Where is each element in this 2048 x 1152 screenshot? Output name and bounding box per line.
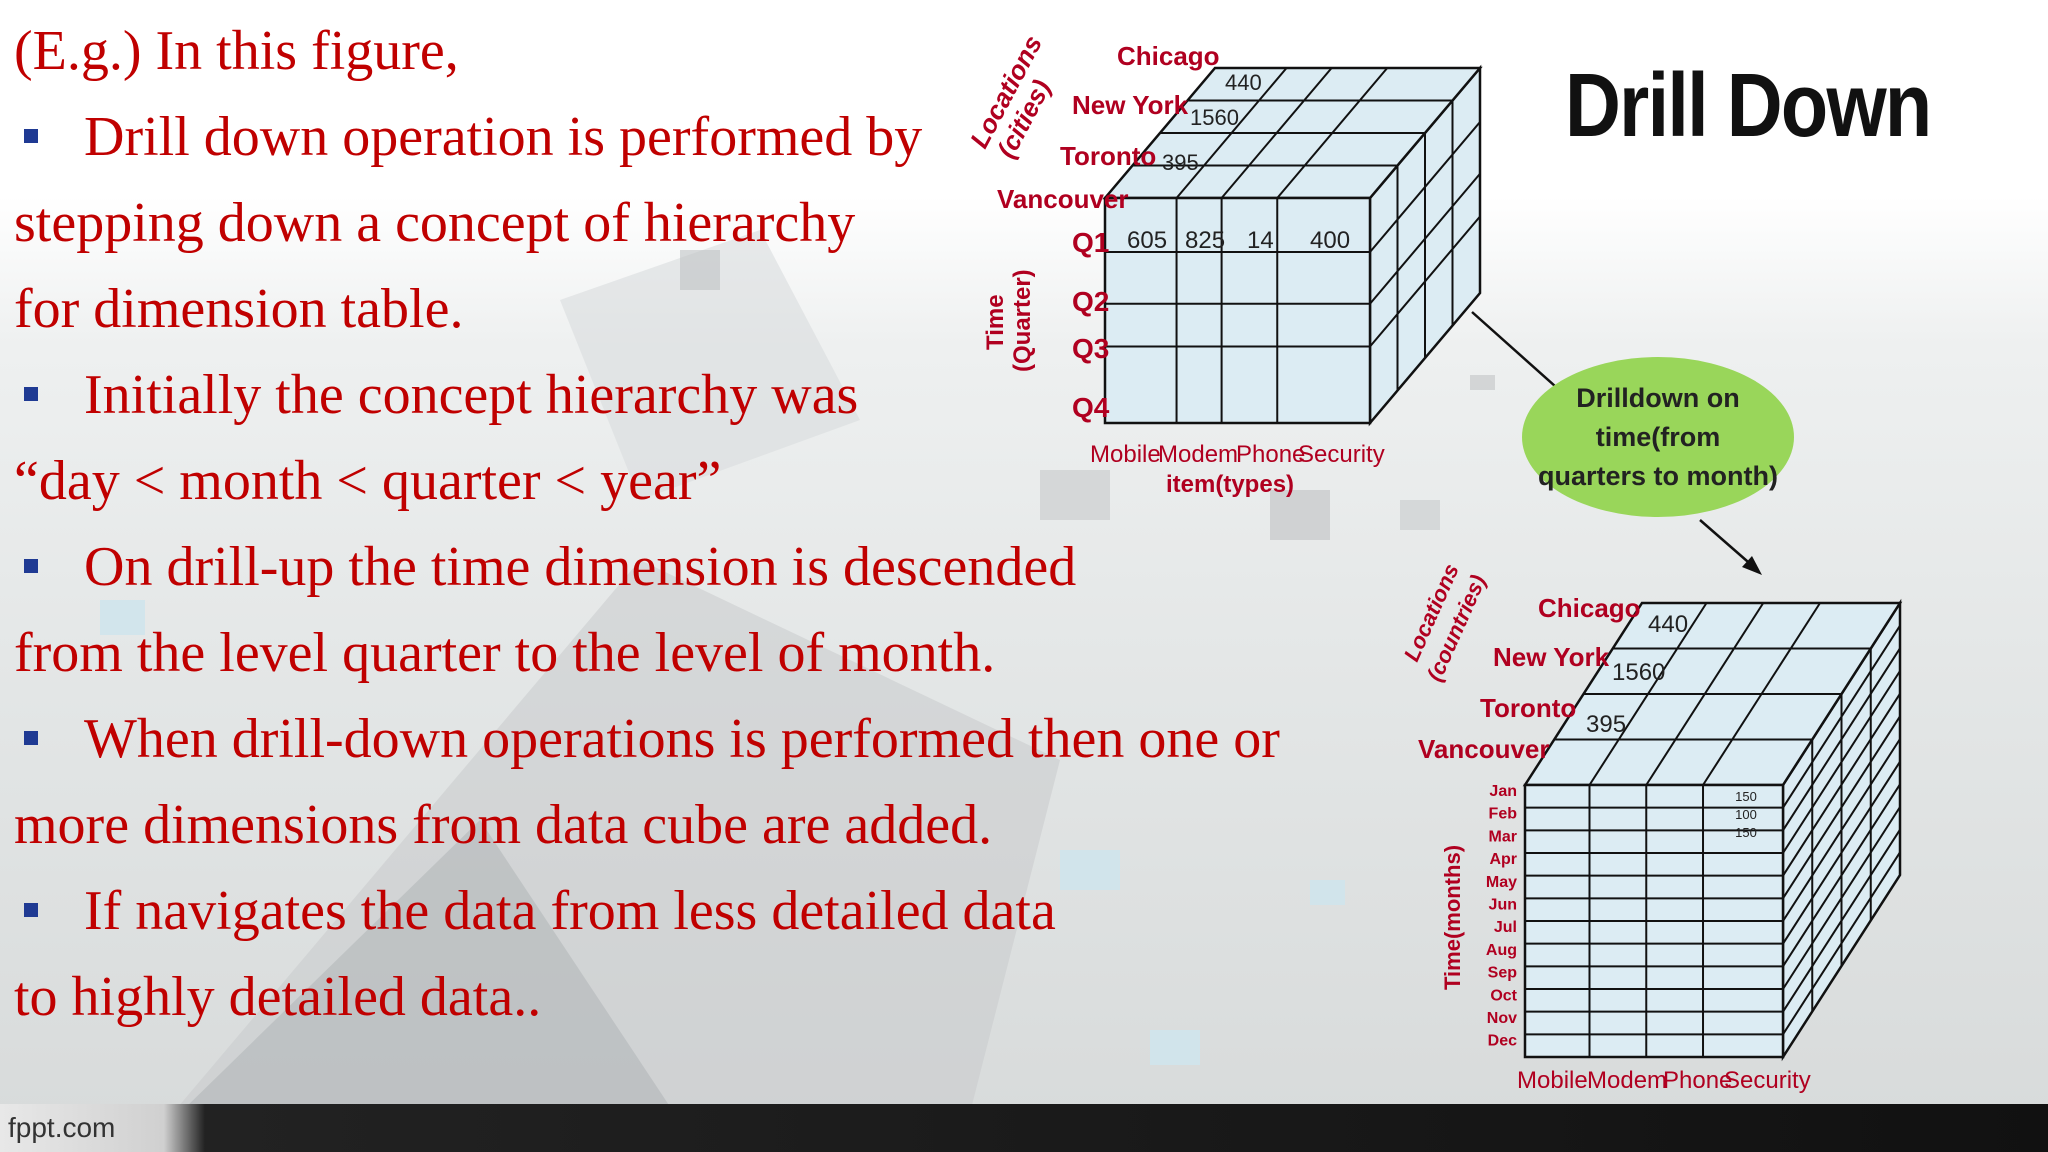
bullet-icon [24,387,38,402]
cell-value: 395 [1586,711,1626,738]
text-line-content: When drill-down operations is performed … [84,708,1280,770]
cell-value: 1560 [1190,105,1239,130]
arrow-head-icon [1742,556,1762,575]
month-label: Oct [1490,987,1517,1004]
text-line-content: “day < month < quarter < year” [14,450,722,512]
text-line: When drill-down operations is performed … [14,696,1394,782]
bullet-icon [24,731,38,746]
text-line-content: from the level quarter to the level of m… [14,622,996,684]
cube-front-face [1103,196,1372,425]
footer-bar [0,1104,2048,1152]
callout-ellipse [1522,357,1794,517]
bullet-icon [24,129,38,144]
cell-value: 395 [1162,150,1199,175]
item-label: Modem [1158,441,1238,468]
bullet-icon [24,903,38,918]
month-label: Dec [1488,1033,1517,1050]
cell-value: 605 [1127,227,1167,254]
bottom-cube [1522,598,1903,1062]
month-label: Apr [1489,851,1517,868]
item-label: Security [1724,1067,1811,1094]
axis-label-time: Time(months) [1440,845,1465,990]
city-label: Vancouver [1418,734,1550,764]
cell-value: 400 [1310,227,1350,254]
cell-value: 440 [1648,611,1688,638]
item-label: Phone [1663,1067,1732,1094]
month-label: Mar [1489,828,1517,845]
cell-value: 100 [1735,807,1757,822]
city-label: Toronto [1480,693,1576,723]
text-line-content: (E.g.) In this figure, [14,20,459,82]
city-label: Toronto [1060,141,1156,171]
text-line: “day < month < quarter < year” [14,438,1394,524]
text-line: (E.g.) In this figure, [14,8,1394,94]
month-label: Jul [1494,919,1517,936]
text-line: stepping down a concept of hierarchy [14,180,1394,266]
top-cube [1102,64,1483,427]
text-line: to highly detailed data.. [14,954,1394,1040]
quarter-label: Q4 [1072,392,1110,423]
quarter-label: Q2 [1072,286,1109,317]
axis-label-time-sub: (Quarter) [1009,269,1036,372]
month-label: Aug [1486,942,1517,959]
city-label: Chicago [1538,593,1641,623]
cell-value: 150 [1735,825,1757,840]
cell-value: 150 [1735,789,1757,804]
text-line: If navigates the data from less detailed… [14,868,1394,954]
item-axis-label: item(types) [1166,471,1294,498]
cell-value: 440 [1225,70,1262,95]
text-line: more dimensions from data cube are added… [14,782,1394,868]
bullet-icon [24,559,38,574]
text-line-content: for dimension table. [14,278,464,340]
text-line: On drill-up the time dimension is descen… [14,524,1394,610]
item-label: Mobile [1090,441,1161,468]
text-line-content: to highly detailed data.. [14,966,542,1028]
text-line-content: If navigates the data from less detailed… [84,880,1056,942]
month-label: Feb [1489,806,1518,823]
month-label: Nov [1487,1010,1517,1027]
text-line-content: Initially the concept hierarchy was [84,364,859,426]
text-line-content: Drill down operation is performed by [84,106,923,168]
callout-text: Drilldown on [1576,383,1739,413]
item-label: Modem [1587,1067,1667,1094]
axis-label-time: Time [982,294,1009,350]
city-label: Vancouver [997,184,1129,214]
item-label: Mobile [1517,1067,1588,1094]
callout-text: quarters to month) [1538,461,1778,491]
arrow-line [1471,311,1566,396]
text-line-content: stepping down a concept of hierarchy [14,192,856,254]
footer-brand: fppt.com [8,1112,116,1143]
text-line-content: On drill-up the time dimension is descen… [84,536,1077,598]
text-line: from the level quarter to the level of m… [14,610,1394,696]
cell-value: 1560 [1612,659,1665,686]
bullet-text-block: (E.g.) In this figure, Drill down operati… [14,8,1394,1040]
month-label: Jan [1489,783,1517,800]
month-label: May [1486,874,1517,891]
text-line: for dimension table. [14,266,1394,352]
callout-text: time(from [1596,422,1721,452]
item-label: Security [1298,441,1385,468]
city-label: New York [1072,90,1189,120]
text-line: Drill down operation is performed by [14,94,1394,180]
arrow-line [1699,519,1756,569]
text-line-content: more dimensions from data cube are added… [14,794,993,856]
city-label: New York [1493,642,1610,672]
quarter-label: Q1 [1072,227,1109,258]
item-label: Phone [1236,441,1305,468]
text-line: Initially the concept hierarchy was [14,352,1394,438]
city-label: Chicago [1117,41,1220,71]
month-label: Sep [1488,965,1518,982]
quarter-label: Q3 [1072,333,1109,364]
cell-value: 14 [1247,227,1274,254]
month-label: Jun [1489,897,1517,914]
cell-value: 825 [1185,227,1225,254]
slide-title: Drill Down [1565,56,1932,156]
